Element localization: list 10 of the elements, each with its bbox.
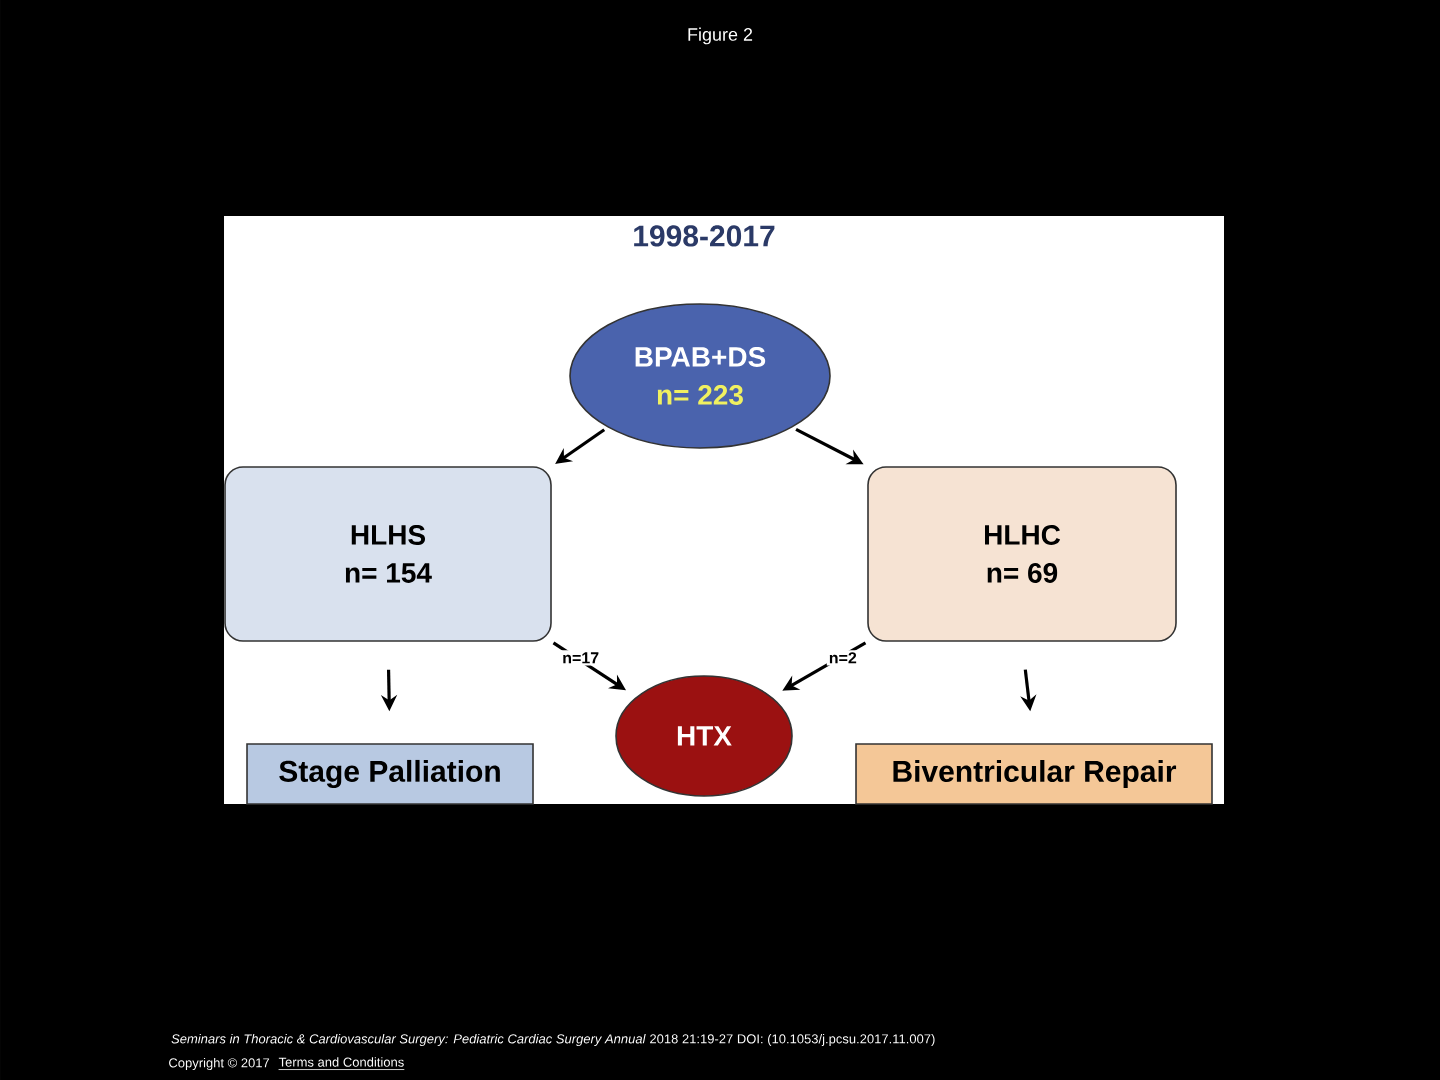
rounded-box: HLHS n= 154 xyxy=(224,466,552,642)
ellipse-node: HTX xyxy=(615,675,793,797)
edge-label: n=2 xyxy=(826,650,859,666)
figure-title: Figure 2 xyxy=(688,27,753,45)
edge-label: n=17 xyxy=(560,650,602,666)
outcome-box: Stage Palliation xyxy=(246,743,534,805)
rounded-box: HLHC n= 69 xyxy=(867,466,1177,642)
period-heading: 1998-2017 xyxy=(634,225,775,247)
ellipse-node: BPAB+DS n= 223 xyxy=(569,303,831,449)
outcome-box: Biventricular Repair xyxy=(855,743,1213,805)
